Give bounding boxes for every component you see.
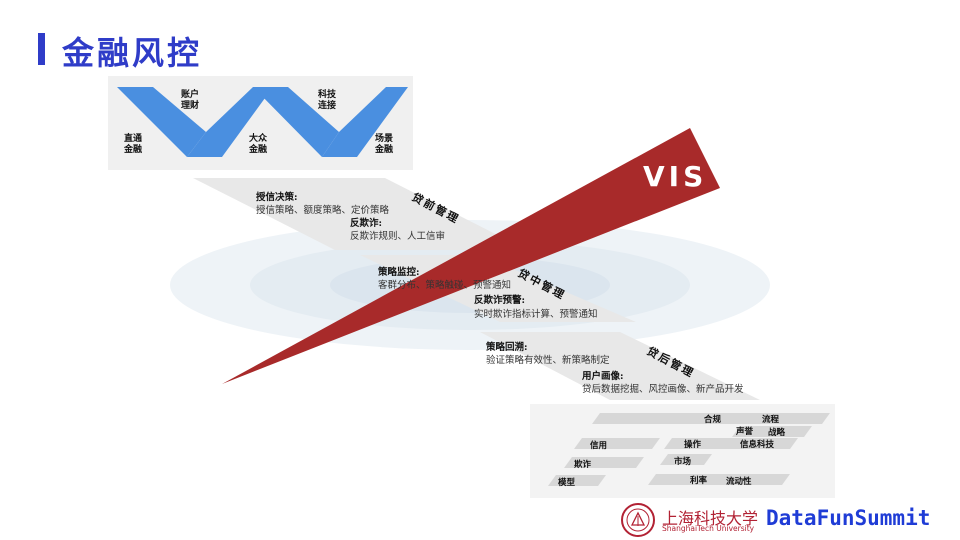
mid-item-1-head: 策略监控: bbox=[378, 267, 420, 278]
vis-label: VIS bbox=[643, 160, 708, 193]
page-title: 金融风控 bbox=[62, 34, 203, 72]
risk-market: 市场 bbox=[674, 457, 692, 467]
university-seal-icon bbox=[621, 503, 655, 537]
risk-bars bbox=[548, 413, 830, 486]
mid-item-2-detail: 实时欺诈指标计算、预警通知 bbox=[474, 309, 598, 320]
risk-fraud: 欺诈 bbox=[574, 460, 592, 470]
w-stroke-3 bbox=[253, 87, 339, 157]
pre-item-1-detail: 授信策略、额度策略、定价策略 bbox=[256, 205, 390, 216]
risk-reputation: 声誉 bbox=[736, 427, 754, 437]
brand-logo-text: DataFunSummit bbox=[766, 506, 931, 530]
title-accent-bar bbox=[38, 33, 45, 65]
label-mass-finance: 大众金融 bbox=[249, 134, 268, 155]
vis-wedge bbox=[222, 128, 720, 384]
university-name-cn: 上海科技大学 bbox=[662, 509, 759, 528]
pre-item-1-head: 授信决策: bbox=[256, 192, 298, 203]
risk-operation: 操作 bbox=[684, 440, 702, 450]
risk-credit: 信用 bbox=[590, 441, 608, 451]
w-stroke-4 bbox=[322, 87, 408, 157]
risk-it: 信息科技 bbox=[740, 440, 775, 450]
mid-item-1-detail: 客群分布、策略触碰、预警通知 bbox=[378, 280, 512, 291]
post-item-1-head: 策略回溯: bbox=[486, 342, 528, 353]
risk-process: 流程 bbox=[762, 415, 780, 425]
risk-compliance: 合规 bbox=[704, 415, 722, 425]
band-pre bbox=[193, 178, 527, 250]
pre-item-2-head: 反欺诈: bbox=[350, 218, 383, 229]
post-item-2-detail: 贷后数据挖掘、风控画像、新产品开发 bbox=[582, 384, 744, 395]
label-account-wealth: 账户理财 bbox=[181, 90, 200, 111]
label-direct-finance: 直通金融 bbox=[124, 134, 143, 155]
w-stroke-1 bbox=[117, 87, 206, 157]
post-item-2-head: 用户画像: bbox=[582, 371, 624, 382]
risk-liquidity: 流动性 bbox=[726, 477, 752, 487]
label-scene-finance: 场景金融 bbox=[375, 134, 394, 155]
mid-item-2-head: 反欺诈预警: bbox=[474, 295, 526, 306]
label-tech-connect: 科技连接 bbox=[318, 90, 337, 111]
pre-item-2-detail: 反欺诈规则、人工信审 bbox=[350, 231, 446, 242]
w-stroke-2 bbox=[187, 87, 273, 157]
risk-strategy: 战略 bbox=[768, 428, 786, 438]
university-name-en: ShanghaiTech University bbox=[662, 524, 755, 533]
risk-interest-rate: 利率 bbox=[690, 476, 708, 486]
band-post bbox=[480, 332, 760, 400]
post-item-1-detail: 验证策略有效性、新策略制定 bbox=[486, 355, 610, 366]
risk-model: 模型 bbox=[558, 478, 576, 488]
